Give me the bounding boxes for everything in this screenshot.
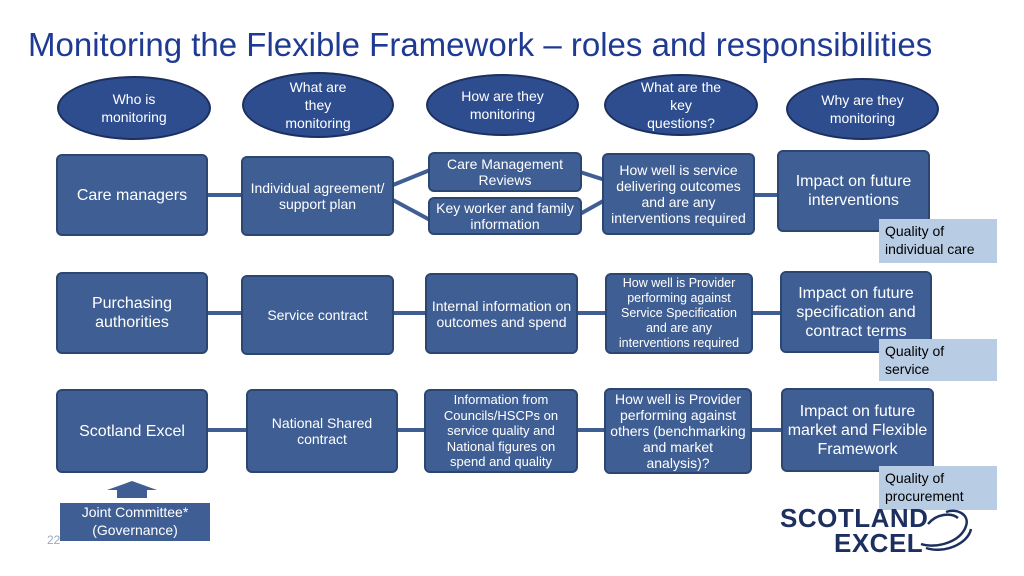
how-box-3: Information from Councils/HSCPs on servi… [424, 389, 578, 473]
key-question-box-2: How well is Provider performing against … [605, 273, 753, 354]
joint-committee-box: Joint Committee* (Governance) [60, 503, 210, 541]
question-why: Why are they monitoring [786, 78, 939, 140]
what-box-1: Individual agreement/ support plan [241, 156, 394, 236]
who-box-3: Scotland Excel [56, 389, 208, 473]
logo-line2: EXCEL [834, 528, 924, 558]
who-box-1: Care managers [56, 154, 208, 236]
how-box-1a: Care Management Reviews [428, 152, 582, 192]
quality-label-1: Quality of individual care [879, 219, 997, 263]
who-box-2: Purchasing authorities [56, 272, 208, 354]
how-box-1b: Key worker and family information [428, 197, 582, 235]
how-box-2: Internal information on outcomes and spe… [425, 273, 578, 354]
question-what: What are they monitoring [242, 72, 394, 138]
why-box-1: Impact on future interventions [777, 150, 930, 232]
swirl-icon [920, 509, 973, 551]
what-box-3: National Shared contract [246, 389, 398, 473]
question-how: How are they monitoring [426, 74, 579, 136]
question-key: What are the key questions? [604, 74, 758, 136]
what-box-2: Service contract [241, 275, 394, 355]
page-number: 22 [47, 533, 61, 547]
up-arrow-icon [107, 481, 157, 498]
why-box-3: Impact on future market and Flexible Fra… [781, 388, 934, 472]
quality-label-3: Quality of procurement [879, 466, 997, 510]
key-question-box-1: How well is service delivering outcomes … [602, 153, 755, 235]
page-title: Monitoring the Flexible Framework – role… [28, 26, 933, 63]
logo-line1: SCOTLAND [780, 503, 929, 533]
quality-label-2: Quality of service [879, 339, 997, 381]
question-who: Who is monitoring [57, 76, 211, 140]
key-question-box-3: How well is Provider performing against … [604, 388, 752, 474]
